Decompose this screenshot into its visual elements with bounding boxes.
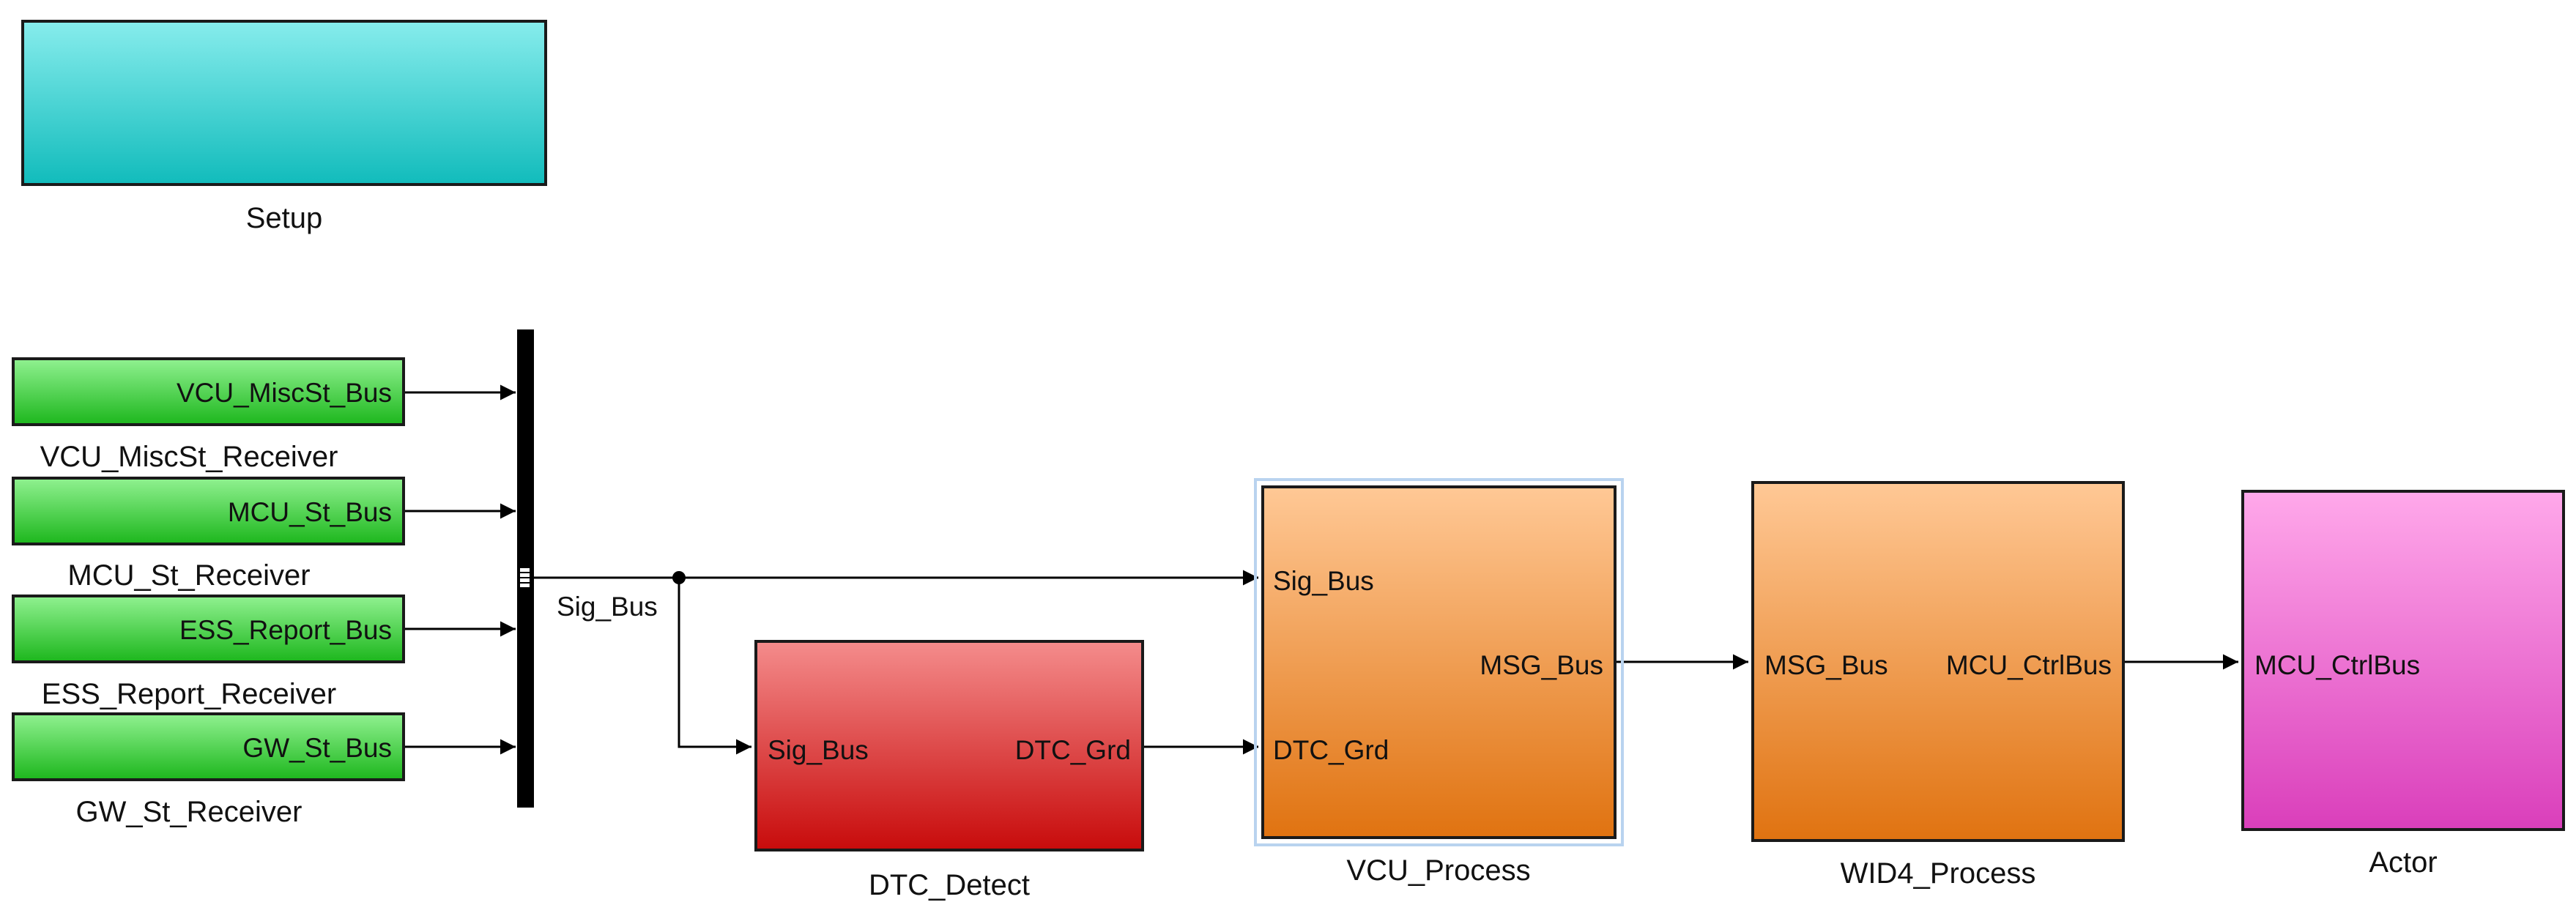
wid4-process-mcu-ctrlbus-port: MCU_CtrlBus bbox=[1945, 650, 2112, 680]
bus-creator-port-marker bbox=[519, 565, 531, 590]
line-sig-bus-branch bbox=[678, 578, 751, 755]
bus-creator-block[interactable] bbox=[517, 329, 534, 808]
ess-report-receiver-block[interactable]: ESS_Report_Bus bbox=[12, 595, 405, 663]
mcu-st-receiver-block[interactable]: MCU_St_Bus bbox=[12, 477, 405, 545]
gw-st-receiver-block[interactable]: GW_St_Bus bbox=[12, 712, 405, 781]
gw-st-bus-port: GW_St_Bus bbox=[242, 733, 392, 763]
mcu-st-receiver-label: MCU_St_Receiver bbox=[67, 559, 311, 592]
dtc-detect-label: DTC_Detect bbox=[868, 869, 1031, 901]
branch-point bbox=[672, 571, 686, 584]
setup-label: Setup bbox=[245, 202, 323, 234]
wid4-process-block[interactable]: MSG_Bus MCU_CtrlBus bbox=[1751, 481, 2125, 842]
ess-report-bus-port: ESS_Report_Bus bbox=[179, 615, 392, 645]
mcu-st-bus-port: MCU_St_Bus bbox=[227, 497, 392, 527]
dtc-detect-sig-bus-port: Sig_Bus bbox=[768, 735, 869, 765]
gw-st-receiver-label: GW_St_Receiver bbox=[75, 796, 302, 828]
vcu-process-selection-outline bbox=[1254, 478, 1624, 846]
actor-block[interactable]: MCU_CtrlBus bbox=[2241, 490, 2565, 831]
wid4-process-msg-bus-port: MSG_Bus bbox=[1764, 650, 1888, 680]
vcu-miscst-bus-port: VCU_MiscSt_Bus bbox=[176, 378, 392, 408]
ess-report-receiver-label: ESS_Report_Receiver bbox=[41, 678, 337, 710]
vcu-process-sig-bus-port: Sig_Bus bbox=[1273, 566, 1374, 596]
vcu-process-label: VCU_Process bbox=[1346, 854, 1531, 887]
dtc-detect-dtc-grd-port: DTC_Grd bbox=[1014, 735, 1131, 765]
vcu-process-msg-bus-port: MSG_Bus bbox=[1480, 650, 1603, 680]
vcu-miscst-receiver-block[interactable]: VCU_MiscSt_Bus bbox=[12, 357, 405, 426]
vcu-process-dtc-grd-port: DTC_Grd bbox=[1273, 735, 1389, 765]
actor-mcu-ctrlbus-port: MCU_CtrlBus bbox=[2254, 650, 2421, 680]
setup-block[interactable] bbox=[21, 20, 547, 186]
vcu-miscst-receiver-label: VCU_MiscSt_Receiver bbox=[40, 441, 338, 473]
vcu-process-block[interactable]: Sig_Bus DTC_Grd MSG_Bus bbox=[1261, 485, 1617, 839]
dtc-detect-block[interactable]: Sig_Bus DTC_Grd bbox=[754, 640, 1144, 851]
sig-bus-signal-label: Sig_Bus bbox=[557, 592, 658, 622]
actor-label: Actor bbox=[2369, 846, 2438, 879]
wid4-process-label: WID4_Process bbox=[1840, 857, 2036, 890]
